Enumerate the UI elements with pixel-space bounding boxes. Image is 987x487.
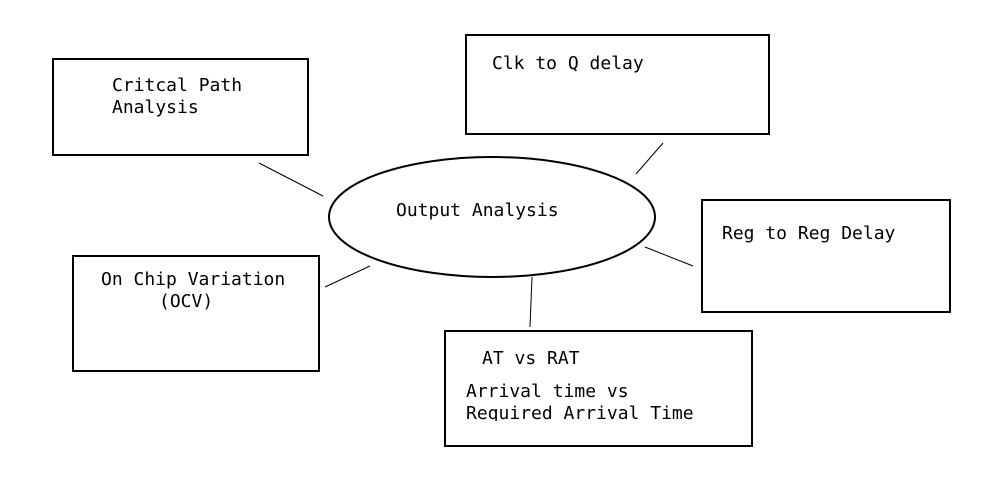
node-clk-to-q-line-1: Clk to Q delay — [492, 53, 644, 74]
center-ellipse — [328, 156, 656, 278]
connector-ocv — [324, 265, 371, 288]
connector-clk-to-q — [635, 142, 664, 175]
connector-critical-path — [258, 162, 324, 197]
center-label: Output Analysis — [396, 200, 559, 221]
node-reg-to-reg-line-1: Reg to Reg Delay — [722, 223, 896, 244]
node-reg-to-reg — [701, 199, 951, 313]
node-at-vs-rat-line-2: Required Arrival Time — [466, 403, 694, 421]
node-critical-path-line-2: Analysis — [112, 97, 199, 118]
node-critical-path-line-1: Critcal Path — [112, 75, 243, 96]
node-clk-to-q — [465, 34, 770, 135]
node-critical-path — [52, 58, 309, 156]
node-ocv-line-1: On Chip Variation — [101, 269, 286, 290]
node-at-vs-rat — [444, 330, 753, 447]
node-ocv-line-2: (OCV) — [159, 291, 214, 312]
connector-at-vs-rat — [529, 276, 533, 328]
node-ocv — [72, 255, 320, 372]
node-at-vs-rat-line-1: Arrival time vs — [466, 381, 629, 402]
connector-reg-to-reg — [644, 246, 694, 267]
node-at-vs-rat-title: AT vs RAT — [482, 348, 580, 369]
